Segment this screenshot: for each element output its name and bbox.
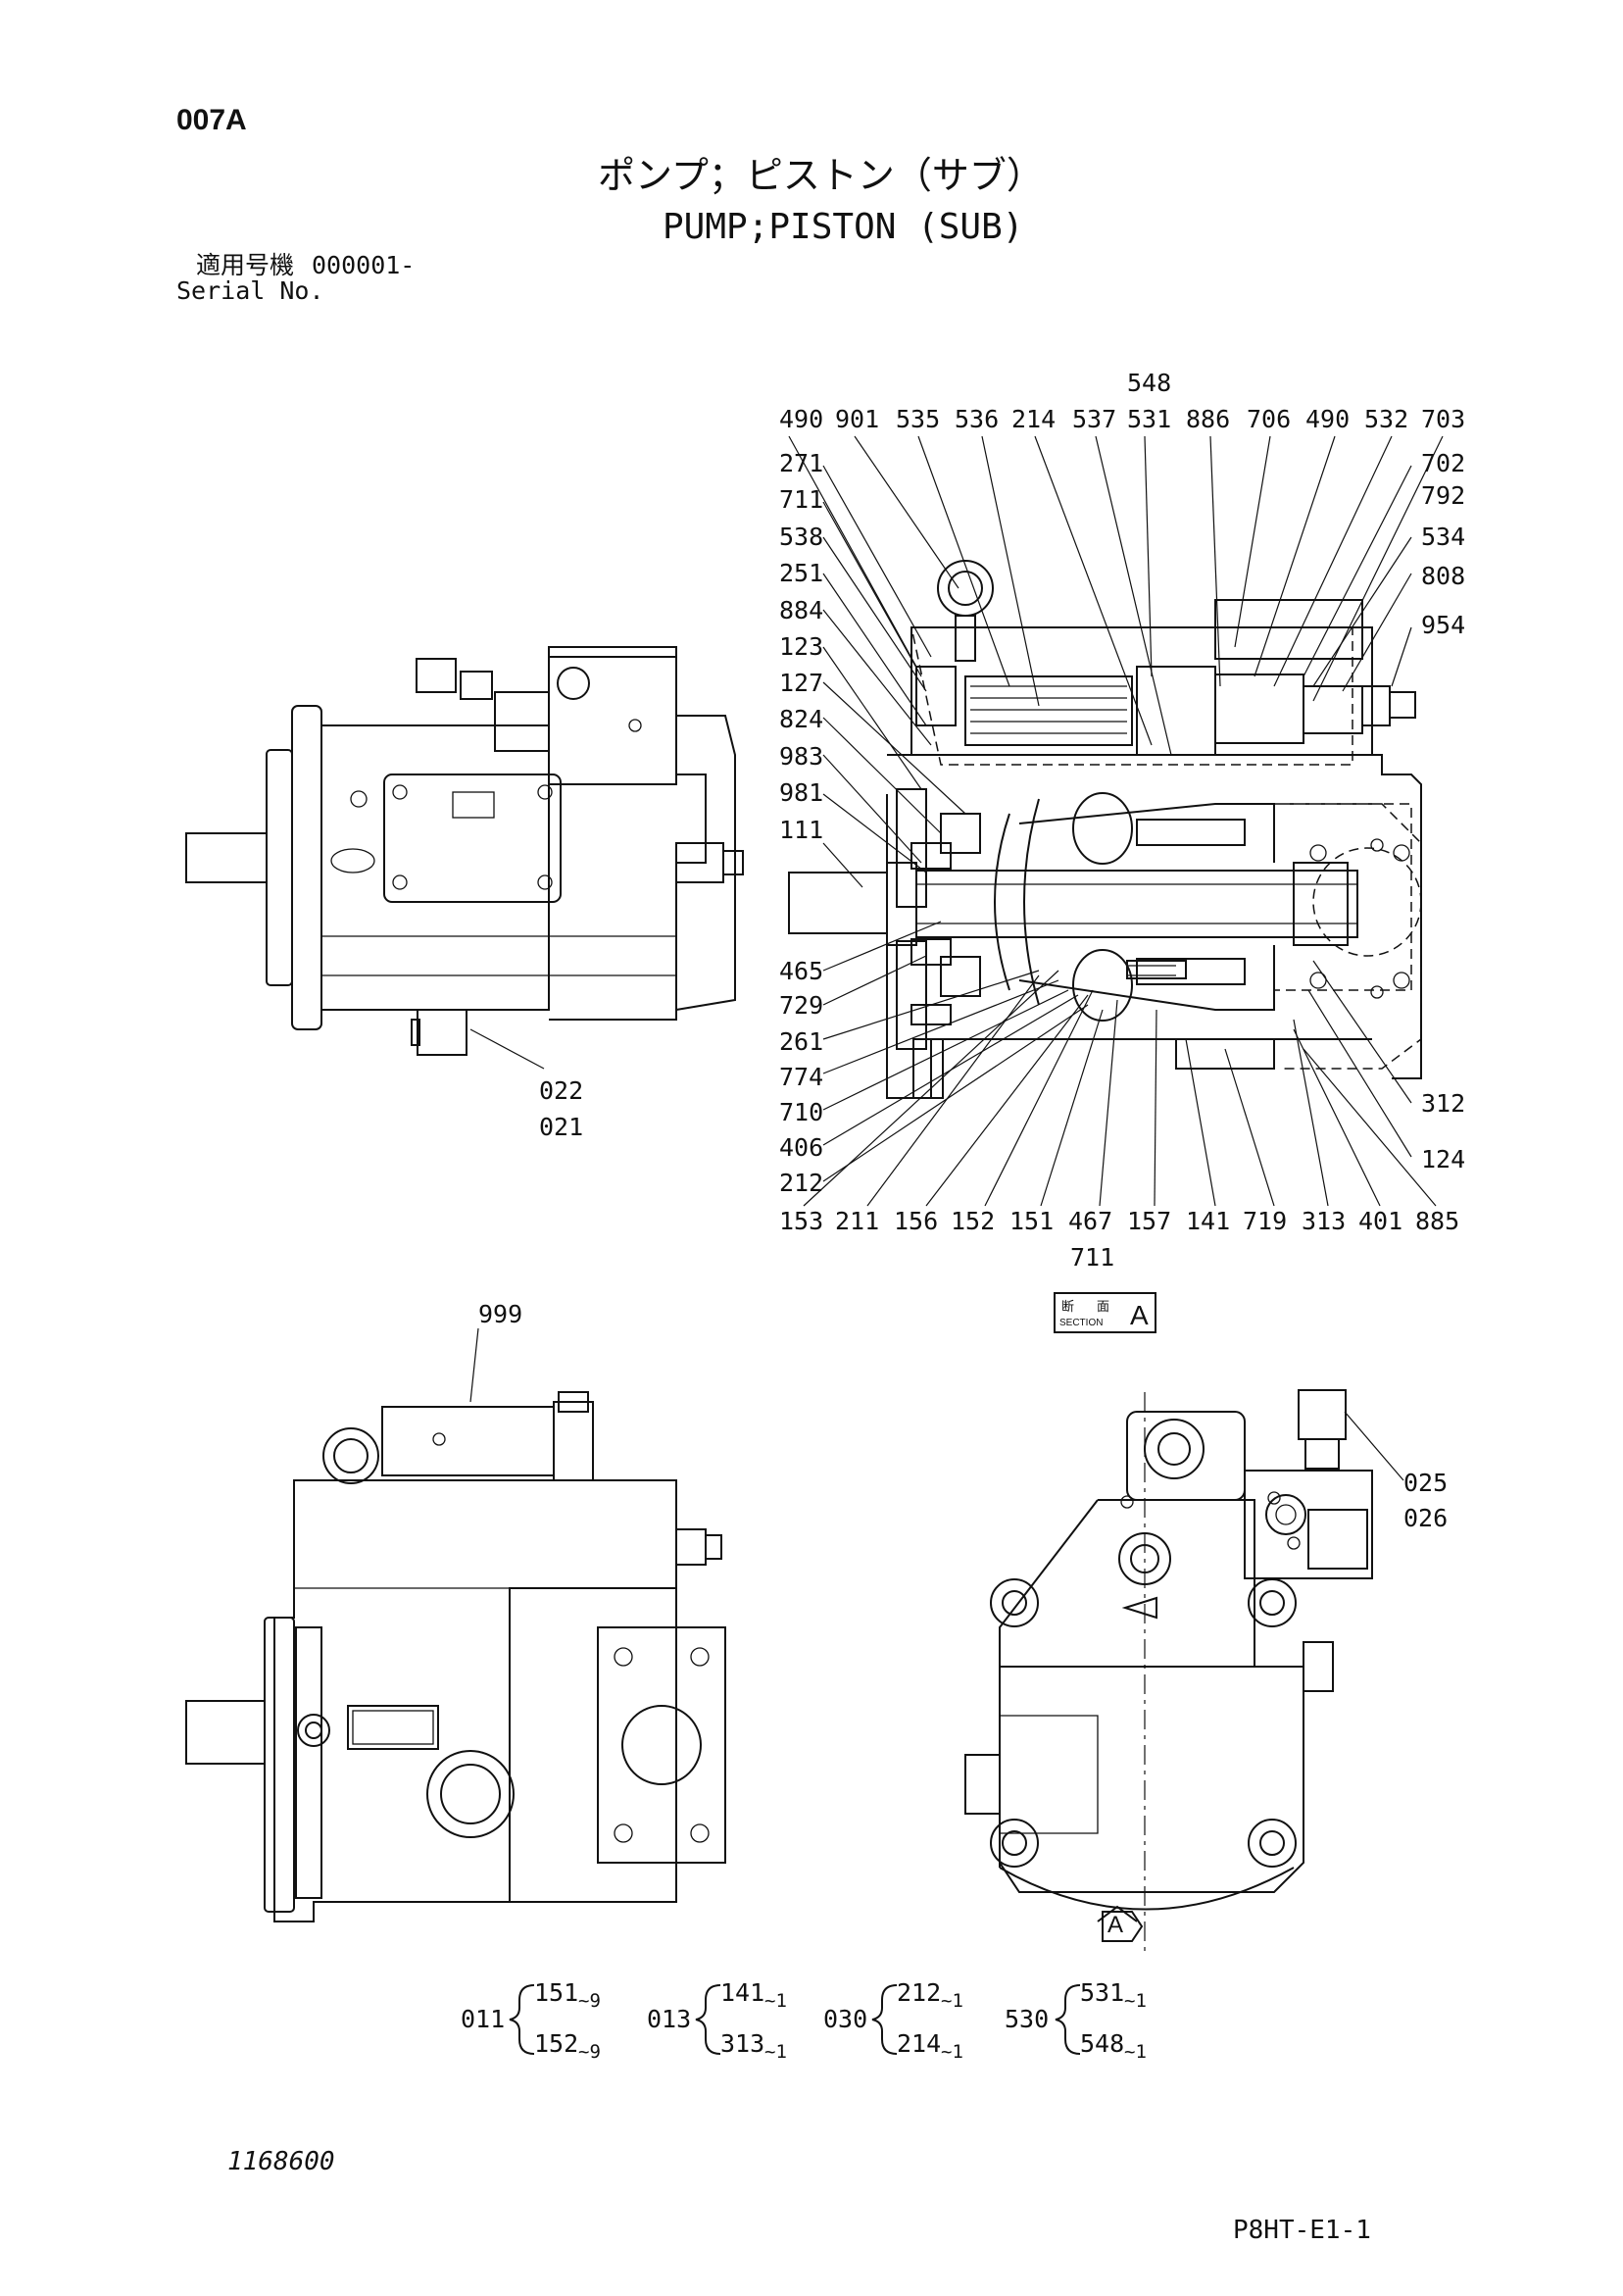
- callout-left-2: 711: [779, 485, 824, 514]
- end-view-bottom-right: [964, 1389, 1373, 1951]
- callout-right-7: 124: [1421, 1145, 1466, 1173]
- section-a-marker: 断 面 SECTION A: [1054, 1292, 1156, 1333]
- kit-item-qty: ~1: [1124, 2041, 1147, 2063]
- callout-right-5: 954: [1421, 611, 1466, 639]
- kit-code: 011: [461, 2005, 506, 2033]
- callout-top-11: 532: [1364, 405, 1409, 433]
- callout-right-4: 808: [1421, 562, 1466, 590]
- callout-548-top: 548: [1127, 369, 1172, 397]
- callout-025: 025: [1403, 1469, 1449, 1497]
- kit-item-part: 212: [897, 1978, 942, 2007]
- callout-left-3: 538: [779, 523, 824, 551]
- callout-left-8: 824: [779, 705, 824, 733]
- kit-item-qty: ~9: [578, 2041, 601, 2063]
- callout-bottom-10: 313: [1302, 1207, 1347, 1235]
- drawing-number: 1168600: [227, 2147, 335, 2176]
- sheet-code: P8HT-E1-1: [1233, 2216, 1371, 2245]
- callout-999: 999: [478, 1300, 523, 1328]
- callout-left-5: 884: [779, 596, 824, 624]
- section-arrow: [1102, 1911, 1144, 1942]
- section-marker-jp-1: 断: [1061, 1300, 1075, 1315]
- callout-right-1: 702: [1421, 449, 1466, 477]
- leader-lines: [469, 435, 1444, 1481]
- callout-left-12: 465: [779, 957, 824, 985]
- serial-value: 000001-: [312, 251, 416, 279]
- side-view-bottom-left: [185, 1391, 726, 1922]
- section-marker-en: SECTION: [1059, 1318, 1104, 1328]
- kit-item-part: 531: [1080, 1978, 1125, 2007]
- callout-top-5: 214: [1011, 405, 1057, 433]
- page-code: 007A: [176, 104, 247, 136]
- callout-bottom-12: 885: [1415, 1207, 1460, 1235]
- callout-right-3: 534: [1421, 523, 1466, 551]
- callout-top-9: 706: [1247, 405, 1292, 433]
- callout-top-8: 886: [1186, 405, 1231, 433]
- callout-bottom-8: 141: [1186, 1207, 1231, 1235]
- section-arrow-letter: A: [1107, 1912, 1124, 1938]
- callout-left-4: 251: [779, 559, 824, 587]
- callout-left-10: 981: [779, 778, 824, 807]
- callout-bottom-6: 467: [1068, 1207, 1113, 1235]
- callout-left-11: 111: [779, 816, 824, 844]
- kit-code: 030: [823, 2005, 868, 2033]
- kit-braces: [509, 1984, 1081, 2055]
- callout-top-2: 901: [835, 405, 880, 433]
- serial-label-english: Serial No.: [176, 276, 324, 305]
- title-english: PUMP;PISTON (SUB): [663, 207, 1024, 247]
- kit-item-qty: ~1: [764, 2041, 787, 2063]
- kit-item-part: 313: [720, 2029, 765, 2058]
- callout-bottom-4: 152: [951, 1207, 996, 1235]
- callout-bottom-9: 719: [1243, 1207, 1288, 1235]
- kit-item-qty: ~1: [941, 1990, 963, 2012]
- kit-item-part: 151: [534, 1978, 579, 2007]
- callout-top-1: 490: [779, 405, 824, 433]
- callout-right-2: 792: [1421, 481, 1466, 510]
- callout-left-7: 127: [779, 669, 824, 697]
- title-japanese: ポンプ；ピストン（サブ）: [598, 154, 1044, 197]
- callout-bottom-11: 401: [1358, 1207, 1403, 1235]
- side-view-top-left: [185, 646, 744, 1056]
- callout-top-6: 537: [1072, 405, 1117, 433]
- callout-bottom-3: 156: [894, 1207, 939, 1235]
- callout-left-14: 261: [779, 1027, 824, 1056]
- callout-left-16: 710: [779, 1098, 824, 1126]
- callout-021: 021: [539, 1113, 584, 1141]
- kit-code: 013: [647, 2005, 692, 2033]
- serial-label-japanese: 適用号機: [196, 251, 295, 279]
- kit-item-qty: ~9: [578, 1990, 601, 2012]
- callout-left-18: 212: [779, 1169, 824, 1197]
- callout-left-6: 123: [779, 632, 824, 661]
- callout-bottom-2: 211: [835, 1207, 880, 1235]
- kit-item-qty: ~1: [764, 1990, 787, 2012]
- kit-item-qty: ~1: [1124, 1990, 1147, 2012]
- callout-left-15: 774: [779, 1063, 824, 1091]
- kit-item-part: 152: [534, 2029, 579, 2058]
- kit-item-part: 548: [1080, 2029, 1125, 2058]
- callout-711-bottom: 711: [1070, 1243, 1115, 1272]
- callout-left-9: 983: [779, 742, 824, 771]
- callout-right-6: 312: [1421, 1089, 1466, 1118]
- callout-top-10: 490: [1305, 405, 1351, 433]
- kit-item-qty: ~1: [941, 2041, 963, 2063]
- callout-top-3: 535: [896, 405, 941, 433]
- callout-top-7: 531: [1127, 405, 1172, 433]
- callout-left-1: 271: [779, 449, 824, 477]
- kit-code: 530: [1005, 2005, 1050, 2033]
- callout-left-13: 729: [779, 991, 824, 1020]
- kit-item-part: 141: [720, 1978, 765, 2007]
- kit-item-part: 214: [897, 2029, 942, 2058]
- callout-026: 026: [1403, 1504, 1449, 1532]
- section-marker-letter: A: [1130, 1300, 1149, 1330]
- callout-bottom-7: 157: [1127, 1207, 1172, 1235]
- callout-bottom-1: 153: [779, 1207, 824, 1235]
- sectional-view-a: [788, 560, 1422, 1099]
- callout-top-12: 703: [1421, 405, 1466, 433]
- callout-top-4: 536: [955, 405, 1000, 433]
- callout-left-17: 406: [779, 1133, 824, 1162]
- section-marker-jp-2: 面: [1097, 1300, 1110, 1315]
- callout-022: 022: [539, 1076, 584, 1105]
- callout-bottom-5: 151: [1009, 1207, 1055, 1235]
